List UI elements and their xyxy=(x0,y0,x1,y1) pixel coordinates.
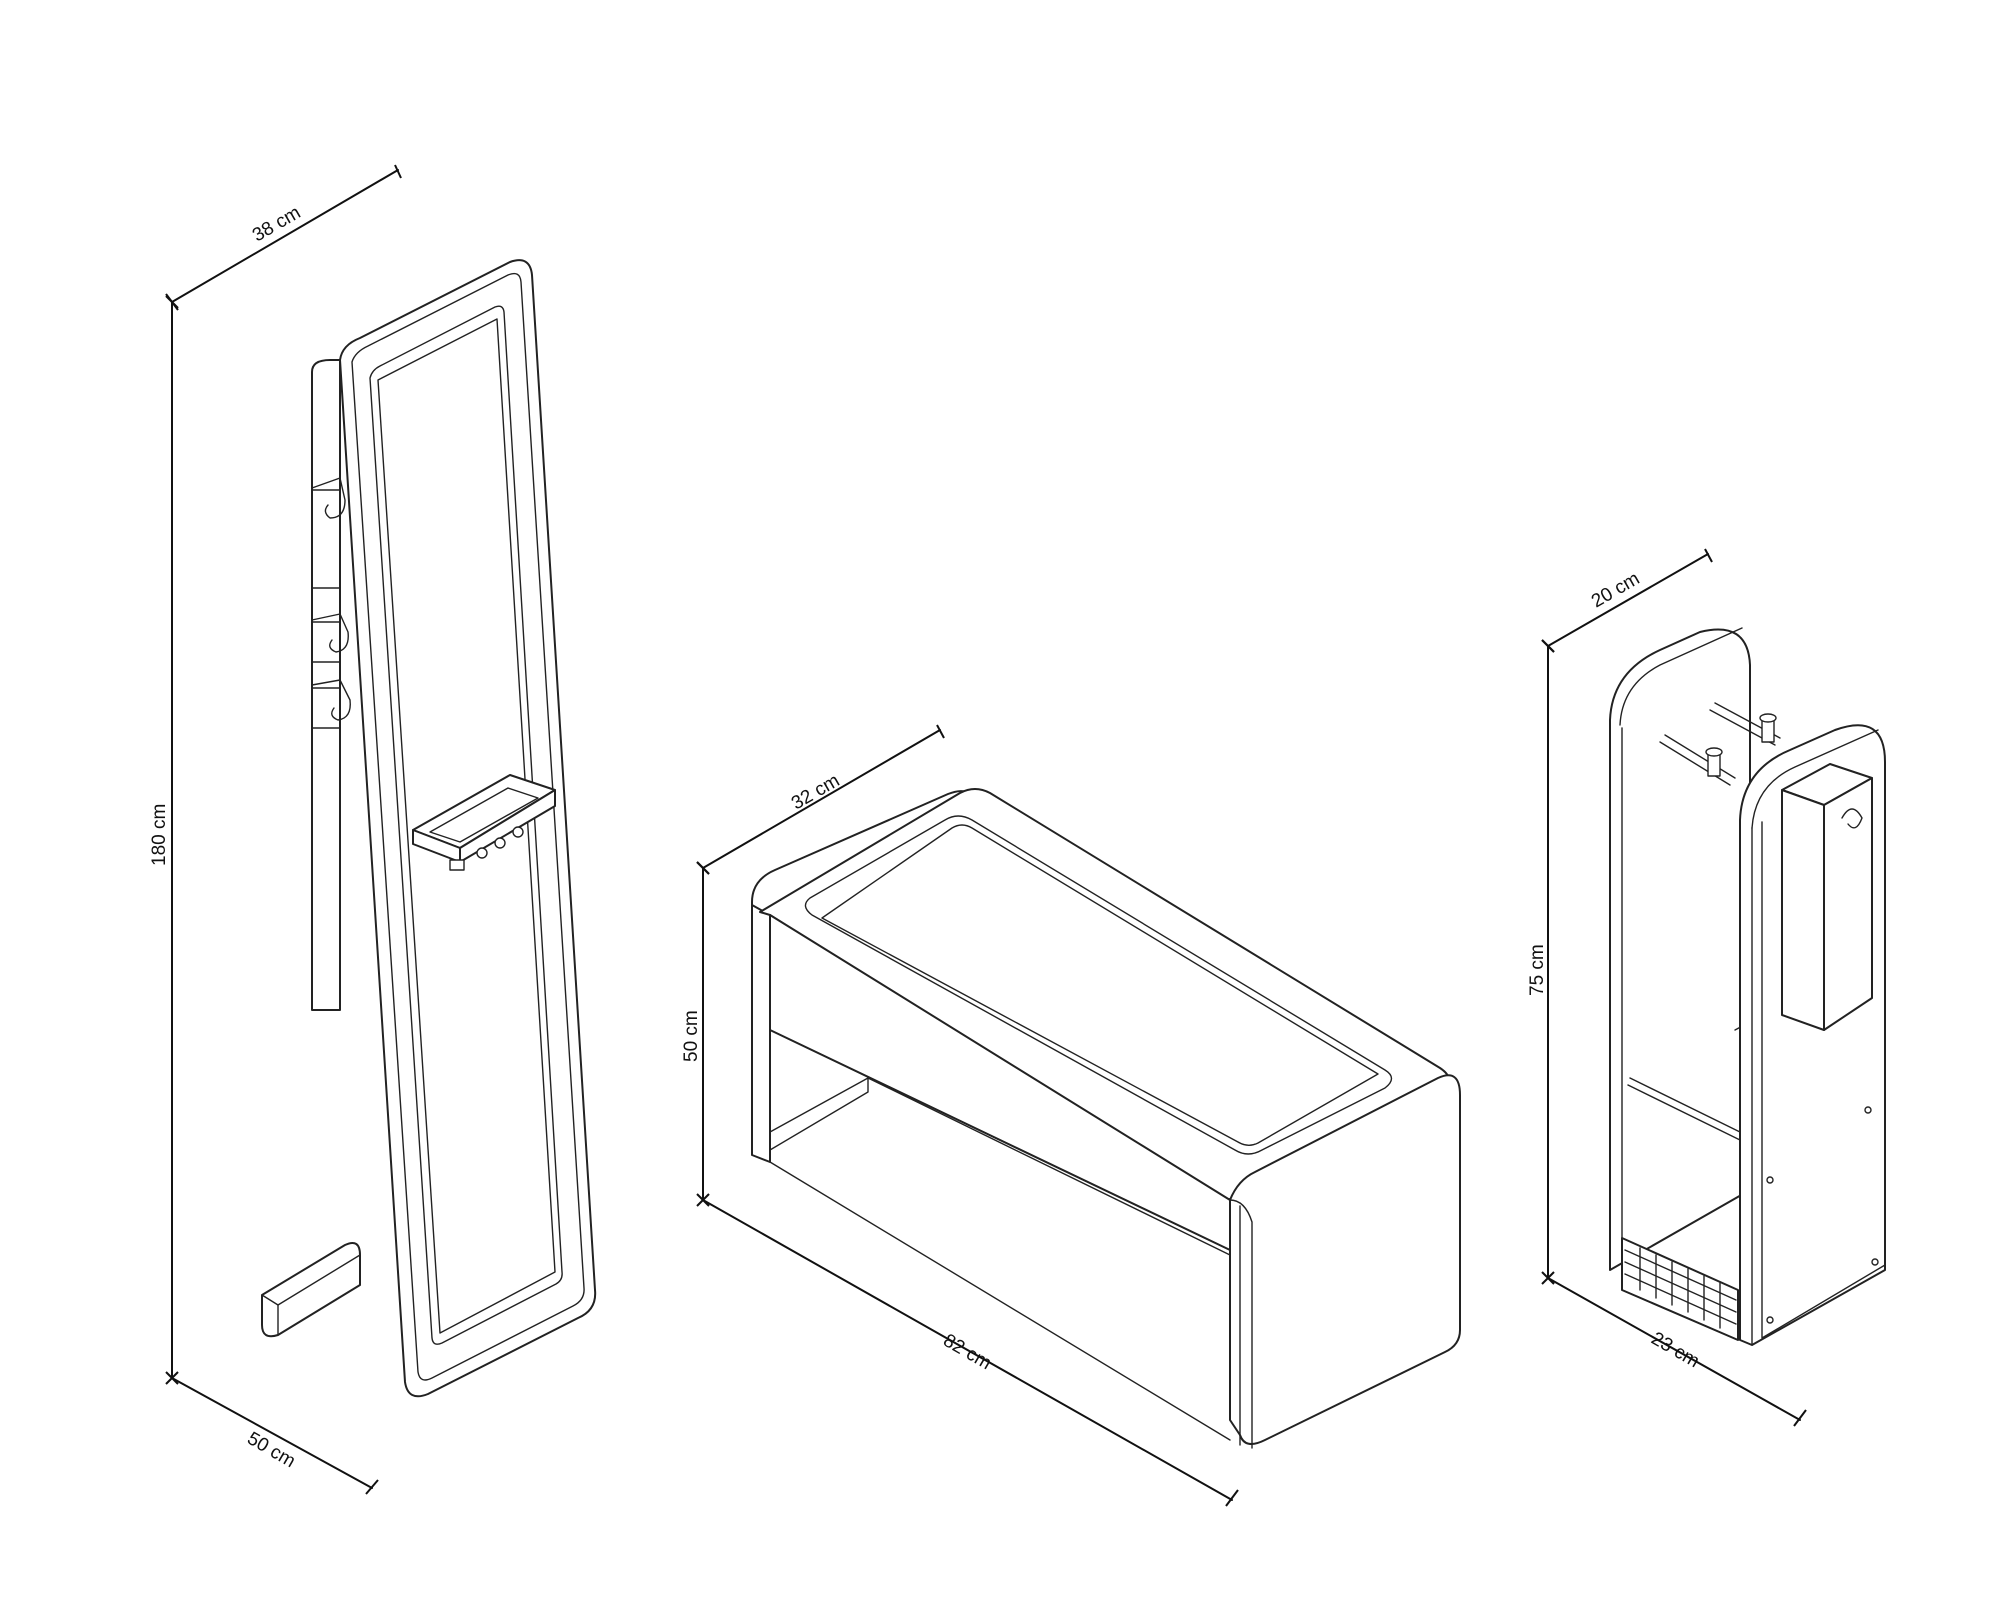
mirror-hooks xyxy=(311,477,351,729)
umbrella-stand-rods xyxy=(1627,702,1781,1141)
dimension-mirror-height: 180 cm xyxy=(149,295,179,1385)
dimension-stand-height: 75 cm xyxy=(1527,639,1555,1285)
bench-cushion xyxy=(804,815,1393,1155)
dimension-label-mirror-height: 180 cm xyxy=(149,804,170,866)
mirror-glass xyxy=(369,305,563,1345)
bench xyxy=(751,788,1461,1449)
dimension-label-bench-height: 50 cm xyxy=(681,1010,702,1062)
dimension-label-mirror-depth: 50 cm xyxy=(244,1428,299,1472)
umbrella-stand-grid xyxy=(1624,1247,1737,1329)
dimension-label-bench-depth: 32 cm xyxy=(788,770,843,814)
dimension-label-stand-height: 75 cm xyxy=(1527,944,1548,996)
mirror-back-stand xyxy=(311,359,341,1011)
mirror-shelf xyxy=(412,774,556,871)
dimension-label-stand-width: 23 cm xyxy=(1648,1328,1703,1372)
dimension-label-bench-width: 82 cm xyxy=(940,1330,995,1374)
mirror-foot xyxy=(261,1242,361,1338)
umbrella-stand xyxy=(1609,627,1886,1346)
dimension-bench-width: 82 cm xyxy=(696,1193,1239,1507)
bench-right-end xyxy=(1229,1074,1461,1445)
dimension-label-stand-depth: 20 cm xyxy=(1588,568,1643,612)
umbrella-stand-back-panel xyxy=(1609,628,1751,1271)
umbrella-stand-holder xyxy=(1781,763,1873,1031)
dimension-stand-depth: 20 cm xyxy=(1541,548,1713,653)
dimension-bench-height: 50 cm xyxy=(681,861,710,1207)
dimension-mirror-depth: 50 cm xyxy=(165,1371,379,1495)
floor-mirror xyxy=(261,259,597,1398)
dimension-mirror-width: 38 cm xyxy=(165,164,402,311)
